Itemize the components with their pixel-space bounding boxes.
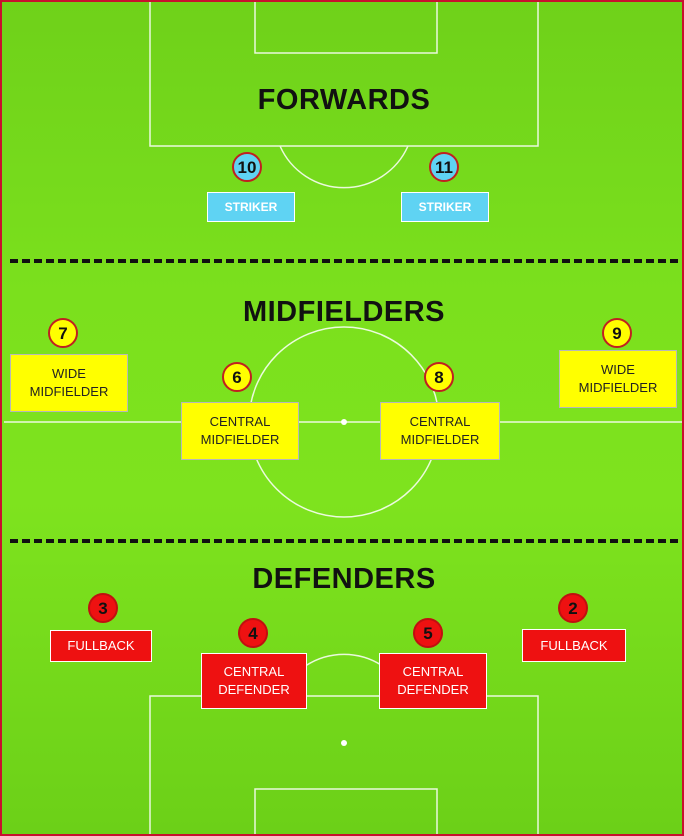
divider-forwards-midfielders <box>10 259 678 263</box>
player-number-2: 2 <box>558 593 588 623</box>
bottom-penalty-box <box>149 695 539 834</box>
bottom-goal-box <box>254 788 438 834</box>
player-number-6: 6 <box>222 362 252 392</box>
striker-label-left: STRIKER <box>207 192 295 222</box>
top-penalty-box <box>149 2 539 147</box>
fullback-label-right: FULLBACK <box>522 629 626 662</box>
wide-midfielder-label-right: WIDE MIDFIELDER <box>559 350 677 408</box>
player-number-8: 8 <box>424 362 454 392</box>
player-number-5: 5 <box>413 618 443 648</box>
striker-label-right: STRIKER <box>401 192 489 222</box>
top-goal-box <box>254 2 438 54</box>
player-number-11: 11 <box>429 152 459 182</box>
penalty-spot <box>341 740 347 746</box>
fullback-label-left: FULLBACK <box>50 630 152 662</box>
centre-spot <box>341 419 347 425</box>
divider-midfielders-defenders <box>10 539 678 543</box>
player-number-7: 7 <box>48 318 78 348</box>
wide-midfielder-label-left: WIDE MIDFIELDER <box>10 354 128 412</box>
central-defender-label-left: CENTRAL DEFENDER <box>201 653 307 709</box>
player-number-10: 10 <box>232 152 262 182</box>
top-penalty-arc <box>279 145 409 189</box>
central-midfielder-label-right: CENTRAL MIDFIELDER <box>380 402 500 460</box>
central-defender-label-right: CENTRAL DEFENDER <box>379 653 487 709</box>
central-midfielder-label-left: CENTRAL MIDFIELDER <box>181 402 299 460</box>
player-number-4: 4 <box>238 618 268 648</box>
midfielders-heading: MIDFIELDERS <box>242 296 446 328</box>
defenders-heading: DEFENDERS <box>252 563 436 595</box>
player-number-3: 3 <box>88 593 118 623</box>
forwards-heading: FORWARDS <box>257 84 431 116</box>
player-number-9: 9 <box>602 318 632 348</box>
